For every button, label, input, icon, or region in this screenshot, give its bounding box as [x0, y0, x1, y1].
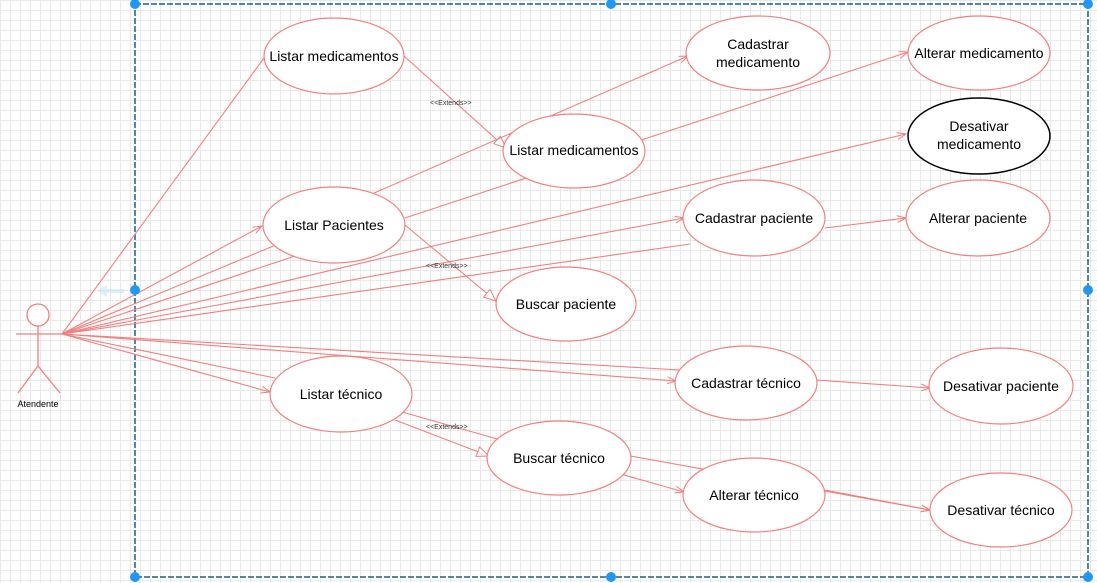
svg-text:Desativar técnico: Desativar técnico [947, 502, 1055, 518]
svg-text:Cadastrar: Cadastrar [727, 36, 789, 52]
association-lines [61, 52, 930, 510]
handle-bottom-center [606, 572, 616, 582]
selection-handles[interactable] [130, 0, 1093, 582]
svg-text:medicamento: medicamento [937, 136, 1021, 152]
extends-label-2: <<Extends>> [426, 263, 468, 270]
edge-actor-to-listar-tecnico-b[interactable] [61, 333, 276, 379]
handle-top-center [606, 0, 616, 9]
edge-actor-to-listar-medicamentos[interactable] [61, 57, 265, 335]
handle-bottom-left [130, 572, 140, 582]
svg-text:Listar técnico: Listar técnico [300, 386, 383, 402]
use-case-buscar-tecnico[interactable]: Buscar técnico [486, 420, 632, 496]
svg-text:Buscar paciente: Buscar paciente [516, 296, 617, 312]
actor-head [26, 303, 50, 327]
svg-text:Listar Pacientes: Listar Pacientes [284, 217, 384, 233]
svg-text:medicamento: medicamento [716, 54, 800, 70]
use-case-listar-tecnico[interactable]: Listar técnico [269, 355, 413, 433]
edge-actor-to-cadastrar-tecnico[interactable] [61, 333, 676, 381]
use-case-alterar-tecnico[interactable]: Alterar técnico [682, 457, 826, 533]
use-case-listar-pacientes[interactable]: Listar Pacientes [262, 186, 406, 264]
svg-text:Desativar paciente: Desativar paciente [943, 378, 1059, 394]
edge-actor-to-cadastrar-paciente[interactable] [61, 218, 684, 335]
handle-bottom-right [1083, 572, 1093, 582]
edge-actor-to-listar-pacientes-b[interactable] [61, 241, 284, 335]
svg-text:Cadastrar paciente: Cadastrar paciente [695, 210, 814, 226]
edge-actor-to-listar-pacientes-c[interactable] [61, 255, 296, 335]
use-case-buscar-paciente[interactable]: Buscar paciente [495, 266, 637, 342]
edge-actor-to-listar-pacientes[interactable] [61, 226, 262, 335]
edge-cadastrar-paciente-to-alterar-paciente[interactable] [824, 218, 906, 229]
handle-top-right [1083, 0, 1093, 9]
handle-middle-right [1083, 285, 1093, 295]
extends-label-1: <<Extends>> [430, 100, 472, 107]
svg-text:Alterar técnico: Alterar técnico [709, 487, 799, 503]
svg-text:Alterar paciente: Alterar paciente [929, 210, 1027, 226]
svg-text:Listar medicamentos: Listar medicamentos [269, 48, 398, 64]
use-case-desativar-paciente[interactable]: Desativar paciente [928, 347, 1074, 425]
use-case-cadastrar-tecnico[interactable]: Cadastrar técnico [674, 345, 818, 421]
svg-text:Listar medicamentos: Listar medicamentos [509, 142, 638, 158]
extends-label-3: <<Extends>> [426, 424, 468, 431]
handle-middle-left [130, 285, 140, 295]
use-case-alterar-paciente[interactable]: Alterar paciente [905, 179, 1051, 257]
edge-listar-pacientes-to-alterar-medicamento[interactable] [404, 52, 908, 219]
edge-actor-to-desativar-medicamento[interactable] [61, 134, 906, 335]
svg-text:Desativar: Desativar [949, 118, 1008, 134]
edge-actor-to-listar-tecnico[interactable] [61, 333, 270, 392]
edge-alterar-tecnico-to-desativar-tecnico[interactable] [824, 489, 930, 510]
use-case-desativar-medicamento[interactable]: Desativar medicamento [907, 97, 1051, 175]
connect-arrow-icon[interactable] [97, 285, 124, 297]
edge-actor-to-cadastrar-tecnico-b[interactable] [61, 333, 681, 371]
edge-extends-medicamentos[interactable] [403, 55, 506, 148]
svg-text:Buscar técnico: Buscar técnico [513, 450, 605, 466]
use-case-desativar-tecnico[interactable]: Desativar técnico [929, 472, 1073, 548]
use-case-alterar-medicamento[interactable]: Alterar medicamento [907, 15, 1051, 91]
handle-top-left [130, 0, 140, 9]
actor-atendente[interactable] [16, 303, 62, 394]
edge-extends-pacientes[interactable] [404, 224, 496, 301]
use-case-listar-medicamentos[interactable]: Listar medicamentos [263, 17, 405, 95]
edge-extends-tecnico[interactable] [394, 419, 489, 456]
actor-label: Atendente [17, 399, 58, 409]
edge-cadastrar-tecnico-to-desativar-paciente[interactable] [815, 379, 930, 388]
use-case-cadastrar-medicamento[interactable]: Cadastrar medicamento [685, 15, 831, 91]
edge-actor-to-buscar-paciente-line[interactable] [61, 243, 691, 335]
use-case-listar-medicamentos-2[interactable]: Listar medicamentos [502, 113, 646, 189]
svg-text:Cadastrar técnico: Cadastrar técnico [691, 375, 801, 391]
use-case-cadastrar-paciente[interactable]: Cadastrar paciente [682, 179, 826, 257]
svg-text:Alterar medicamento: Alterar medicamento [914, 45, 1043, 61]
